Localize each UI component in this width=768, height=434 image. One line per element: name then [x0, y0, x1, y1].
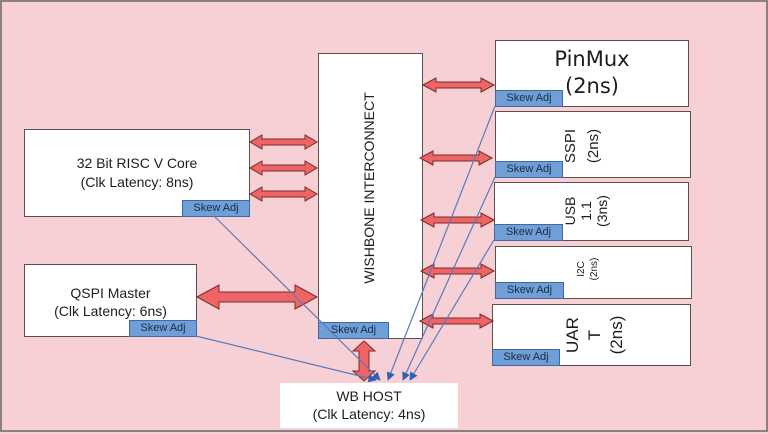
qspi-clock-line: [195, 335, 377, 383]
sspi-bus-arrow: [418, 150, 494, 166]
wishbone-interconnect-block: WISHBONE INTERCONNECT Skew Adj: [318, 53, 423, 339]
usb-skew-adj: Skew Adj: [494, 224, 563, 241]
sspi-block: SSPI (2ns) Skew Adj: [495, 111, 691, 178]
bus-arrows: [195, 77, 496, 382]
wb-host-title: WB HOST: [336, 388, 402, 404]
qspi-master-latency: (Clk Latency: 6ns): [54, 303, 167, 319]
pinmux-bus-arrow: [421, 77, 496, 93]
riscv-core-block: 32 Bit RISC V Core (Clk Latency: 8ns) Sk…: [24, 129, 250, 217]
qspi-master-title: QSPI Master: [70, 285, 151, 301]
riscv-skew-adj: Skew Adj: [182, 200, 250, 217]
uart-bus-arrow: [418, 313, 495, 329]
qspi-master-block: QSPI Master (Clk Latency: 6ns) Skew Adj: [24, 264, 197, 337]
i2c-bus-arrow: [419, 263, 496, 279]
cpu-clock-line: [213, 215, 381, 381]
pinmux-latency: (2ns): [565, 74, 619, 98]
pinmux-block: PinMux (2ns) Skew Adj: [495, 40, 689, 107]
riscv-core-title: 32 Bit RISC V Core: [76, 155, 198, 171]
wb-host-latency: (Clk Latency: 4ns): [312, 406, 426, 422]
interconnect-skew-adj: Skew Adj: [318, 322, 389, 339]
usb-bus-arrow: [419, 212, 496, 228]
uart-skew-adj: Skew Adj: [492, 349, 560, 366]
i2c-skew-adj: Skew Adj: [495, 282, 564, 299]
pinmux-skew-adj: Skew Adj: [495, 90, 563, 107]
cpu-bus-arrow-3: [249, 186, 318, 202]
i2c-block: I2C (2ns) Skew Adj: [495, 246, 692, 299]
usb-clock-line: [409, 239, 495, 381]
cpu-bus-arrow-1: [249, 134, 318, 150]
host-bus-arrow: [351, 340, 377, 382]
riscv-core-latency: (Clk Latency: 8ns): [80, 174, 194, 190]
wb-host-block: WB HOST (Clk Latency: 4ns): [280, 383, 458, 428]
sspi-clock-line: [402, 176, 496, 381]
qspi-skew-adj: Skew Adj: [129, 320, 197, 337]
uart-block: UAR T (2ns) Skew Adj: [492, 304, 691, 366]
pinmux-title: PinMux: [554, 47, 630, 71]
usb-block: USB 1.1 (3ns) Skew Adj: [494, 182, 689, 241]
cpu-bus-arrow-2: [249, 160, 318, 176]
sspi-skew-adj: Skew Adj: [495, 161, 563, 178]
clock-lines: [195, 105, 496, 383]
pinmux-clock-line: [386, 105, 496, 381]
qspi-bus-arrow: [195, 284, 319, 310]
